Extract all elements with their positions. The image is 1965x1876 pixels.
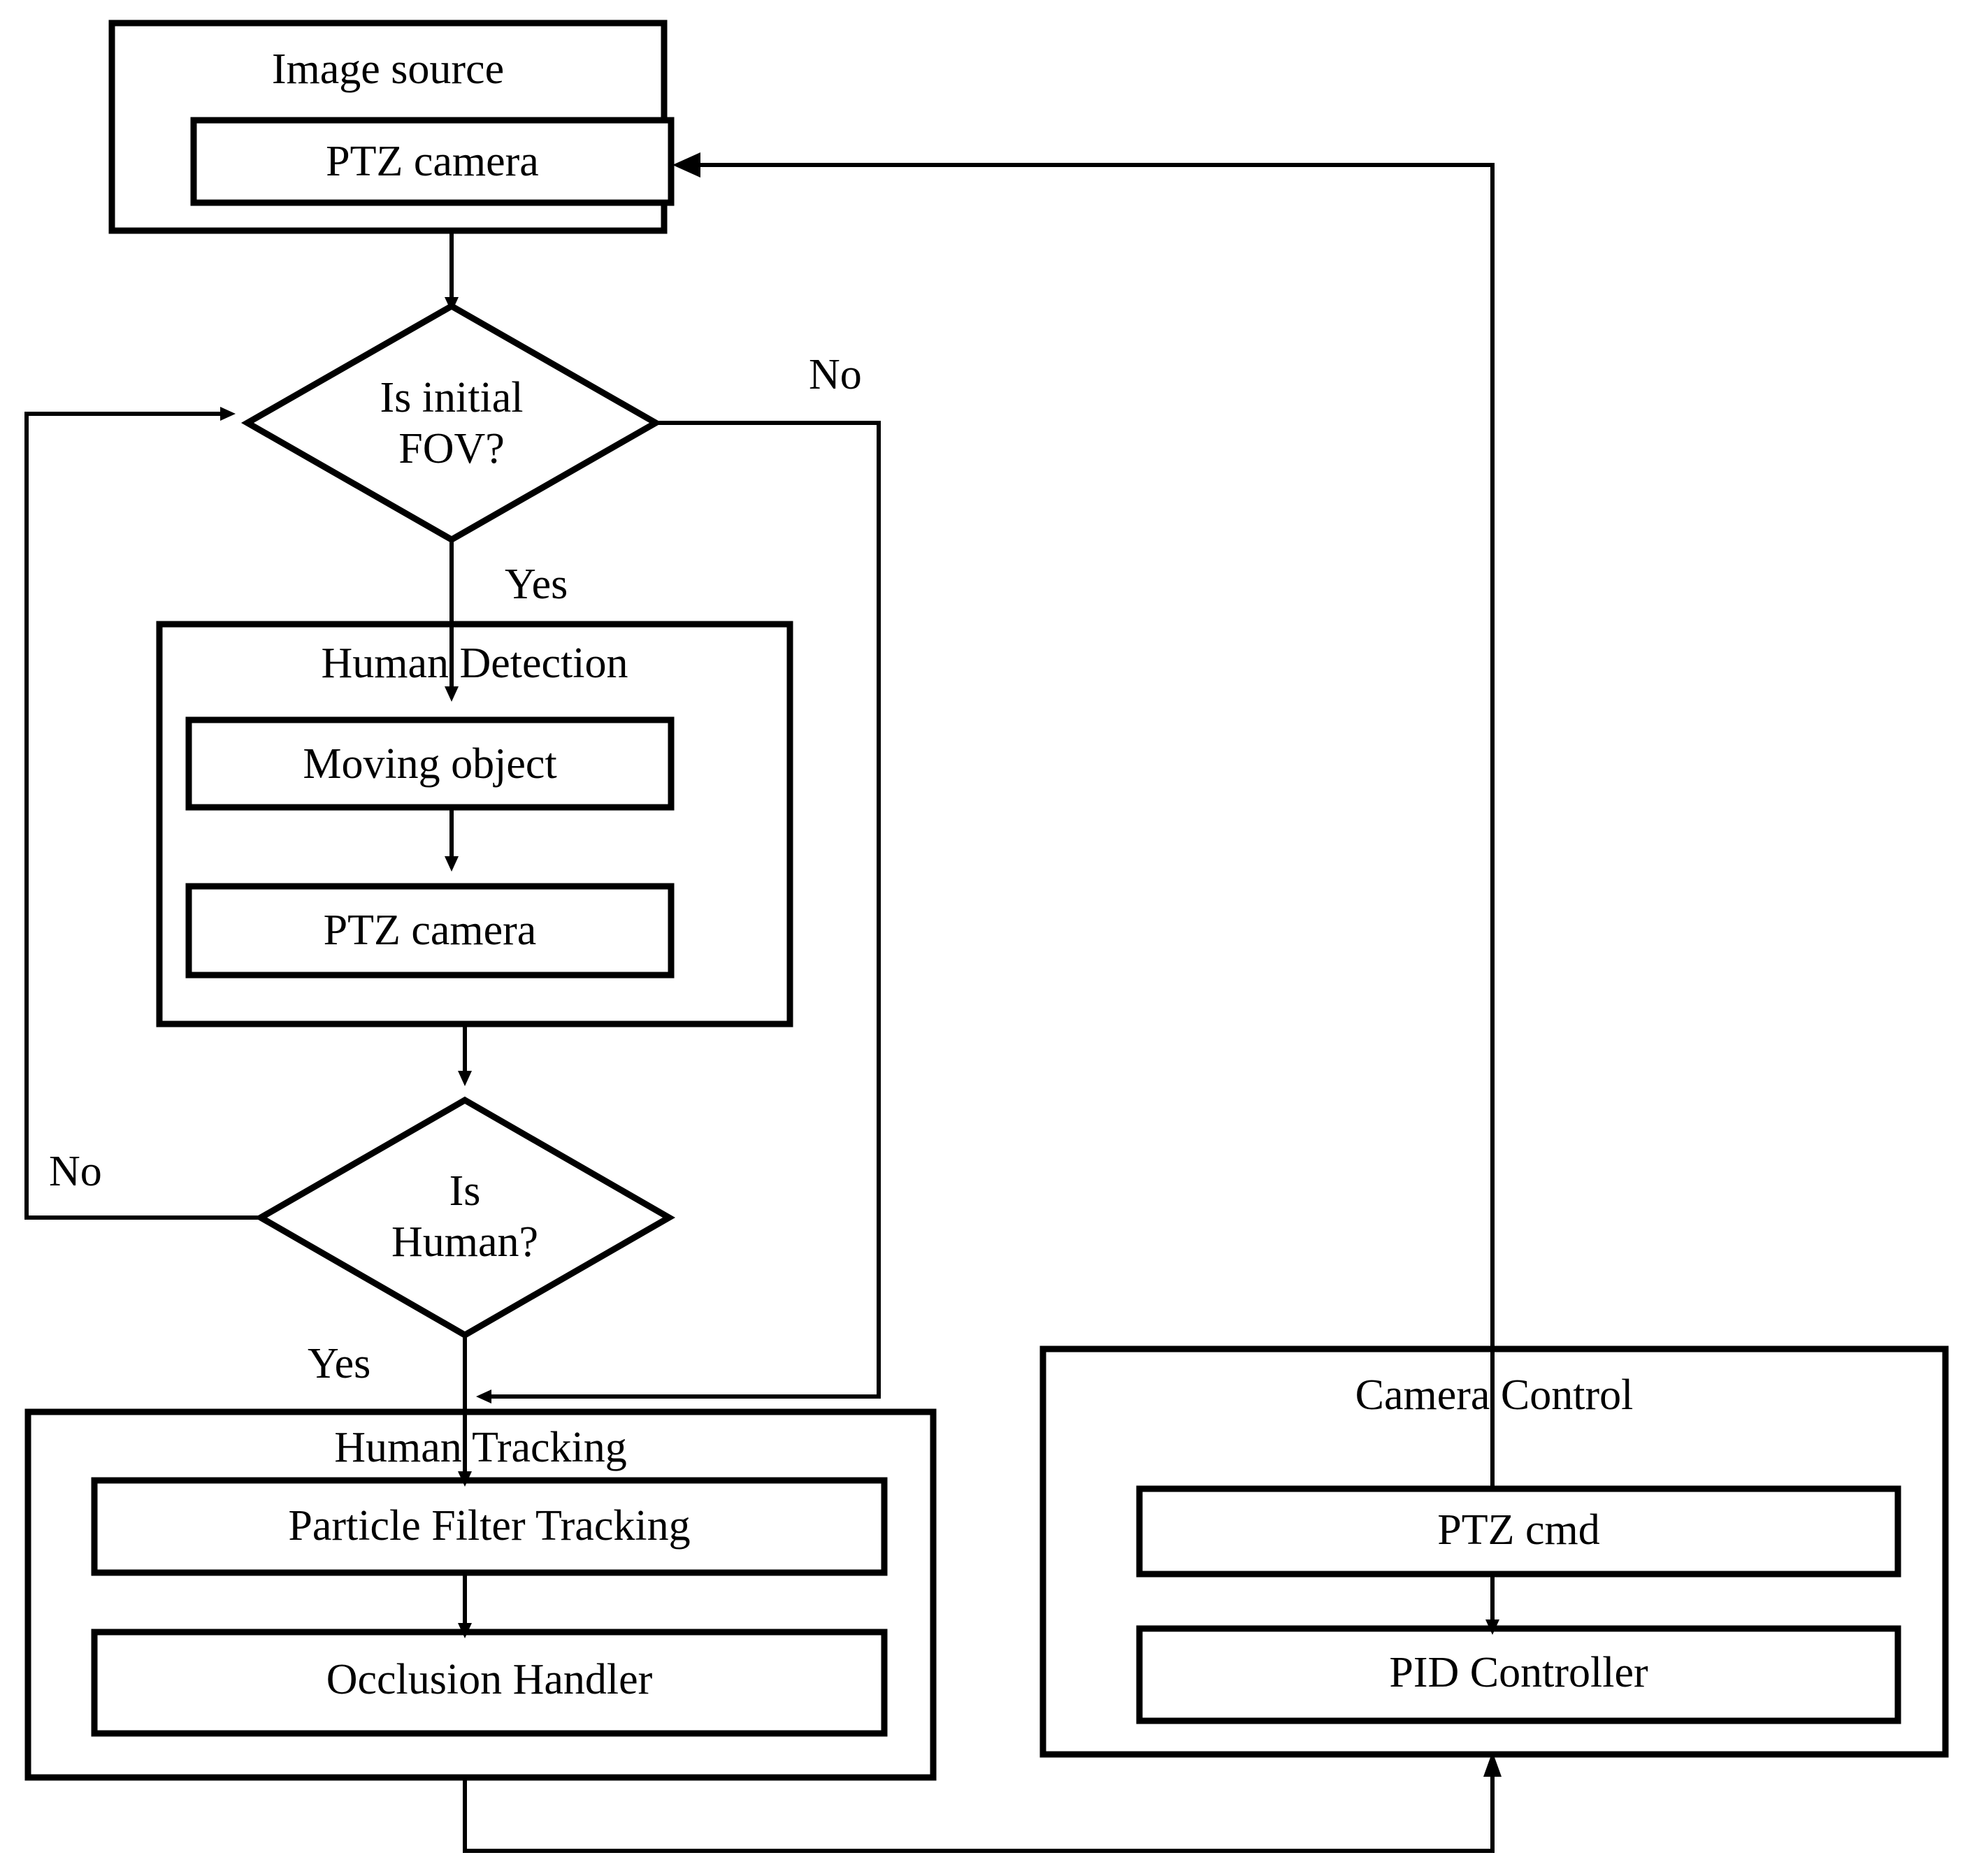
edge-label-ishuman-no: No bbox=[49, 1148, 102, 1195]
edge-cameracontrol-to-ptzcamera bbox=[699, 163, 1495, 1489]
detection-ptz-camera-box bbox=[185, 883, 675, 979]
pid-controller-box bbox=[1136, 1625, 1901, 1724]
decision-initial-fov-line1: Is initial bbox=[380, 374, 524, 421]
particle-filter-tracking-box bbox=[91, 1477, 888, 1576]
edge-ishuman-no-path bbox=[24, 407, 261, 1220]
decision-is-human-label: Is Human? bbox=[325, 1166, 605, 1268]
human-detection-box bbox=[156, 621, 793, 1027]
camera-control-title: Camera Control bbox=[1355, 1371, 1634, 1419]
decision-initial-fov-line2: FOV? bbox=[398, 425, 505, 473]
image-source-ptz-camera-box bbox=[190, 117, 675, 206]
edge-label-fov-yes: Yes bbox=[505, 561, 568, 608]
occlusion-handler-label: Occlusion Handler bbox=[326, 1656, 653, 1703]
occlusion-handler-box bbox=[91, 1629, 888, 1737]
image-source-ptz-camera-label: PTZ camera bbox=[326, 138, 539, 185]
human-tracking-title: Human Tracking bbox=[334, 1424, 627, 1471]
edge-fov-no-path bbox=[476, 421, 881, 1404]
edge-label-ishuman-yes: Yes bbox=[308, 1340, 371, 1387]
ptz-cmd-box bbox=[1136, 1485, 1901, 1578]
edge-label-fov-no: No bbox=[809, 351, 862, 398]
particle-filter-tracking-label: Particle Filter Tracking bbox=[288, 1502, 691, 1550]
edge-tracking-to-cameracontrol bbox=[463, 1761, 1495, 1853]
pid-controller-label: PID Controller bbox=[1389, 1649, 1648, 1696]
detection-ptz-camera-label: PTZ camera bbox=[323, 907, 537, 954]
human-tracking-box bbox=[24, 1408, 937, 1781]
edge-cameracontrol-to-ptzcamera-arrowhead bbox=[672, 152, 700, 178]
ptz-cmd-label: PTZ cmd bbox=[1437, 1506, 1600, 1554]
edge-tracking-to-cameracontrol-arrowhead bbox=[1483, 1752, 1502, 1777]
human-detection-title: Human Detection bbox=[321, 640, 628, 687]
moving-object-label: Moving object bbox=[303, 740, 557, 788]
moving-object-box bbox=[185, 716, 675, 811]
image-source-title: Image source bbox=[271, 45, 505, 93]
decision-is-human-line1: Is bbox=[449, 1167, 481, 1215]
decision-initial-fov-label: Is initial FOV? bbox=[312, 373, 591, 475]
decision-is-human-line2: Human? bbox=[391, 1218, 539, 1267]
